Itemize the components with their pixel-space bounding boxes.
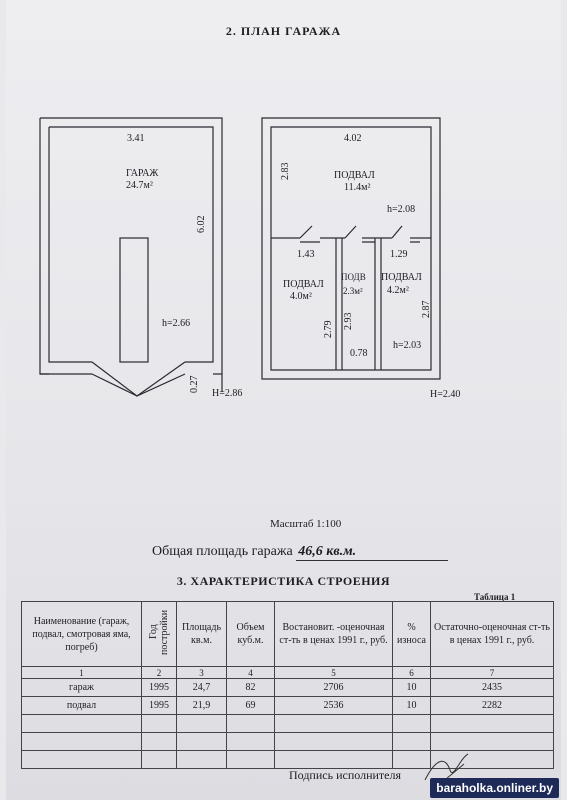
garage-outer-height: H=2.86 <box>212 388 243 399</box>
cellar-main-height: h=2.08 <box>387 204 416 215</box>
cellar-right-name: ПОДВАЛ <box>381 272 422 283</box>
table-label: Таблица 1 <box>474 592 516 602</box>
header-year: Год постройки <box>141 601 177 667</box>
cellar-left-area: 4.0м² <box>290 291 312 302</box>
cellar-bottom-height: h=2.03 <box>393 340 422 351</box>
garage-length-label: 6.02 <box>196 215 207 234</box>
header-name: Наименование (гараж, подвал, смотровая я… <box>21 601 142 667</box>
garage-height-label: h=2.66 <box>162 318 191 329</box>
cellar-left-name: ПОДВАЛ <box>283 279 324 290</box>
section-title-plan: 2. ПЛАН ГАРАЖА <box>225 24 342 38</box>
cellar-vertical-3: 2.87 <box>421 300 432 319</box>
cellar-mid-area: 2.3м² <box>343 286 363 296</box>
signature-label: Подпись исполнителя <box>289 768 401 782</box>
table-row-empty <box>21 714 554 733</box>
header-replacement-cost: Востановит. -оценочная ст-ть в ценах 199… <box>274 601 393 667</box>
header-residual-cost: Остаточно-оценочная ст-ть в ценах 1991 г… <box>430 601 554 667</box>
cellar-width-label: 4.02 <box>344 133 362 144</box>
header-area: Площадь кв.м. <box>176 601 227 667</box>
cellar-main-area: 11.4м² <box>344 182 371 193</box>
table-row-empty <box>21 732 554 751</box>
table-header-row: Наименование (гараж, подвал, смотровая я… <box>21 601 554 667</box>
table-number-row: 1 2 3 4 5 6 7 <box>21 666 554 679</box>
total-area: Общая площадь гаража 46,6 кв.м. <box>152 544 449 561</box>
cellar-mid-name: ПОДВ <box>341 272 366 282</box>
total-area-label: Общая площадь гаража <box>152 544 293 559</box>
garage-room-area: 24.7м² <box>126 180 153 191</box>
garage-door-label: 0.27 <box>189 375 200 394</box>
cellar-main-name: ПОДВАЛ <box>334 170 375 181</box>
table-row: подвал 1995 21,9 69 2536 10 2282 <box>21 696 554 715</box>
cellar-door-width-2: 1.29 <box>390 249 408 260</box>
table-row-empty <box>21 750 554 769</box>
garage-room-name: ГАРАЖ <box>126 168 159 179</box>
garage-width-label: 3.41 <box>127 133 145 144</box>
watermark-badge: baraholka.onliner.by <box>430 778 559 798</box>
total-area-value: 46,6 кв.м. <box>296 544 449 561</box>
cellar-side-label: 2.83 <box>280 162 291 181</box>
table-row: гараж 1995 24,7 82 2706 10 2435 <box>21 678 554 697</box>
cellar-vertical-1: 2.79 <box>323 320 334 339</box>
cellar-right-area: 4.2м² <box>387 285 409 296</box>
cellar-bottom-width: 0.78 <box>350 348 368 359</box>
section-title-characteristics: 3. ХАРАКТЕРИСТИКА СТРОЕНИЯ <box>176 574 391 588</box>
garage-plan-drawing <box>39 117 441 397</box>
cellar-outer-height: H=2.40 <box>430 389 461 400</box>
header-volume: Объем куб.м. <box>226 601 275 667</box>
characteristics-table: Наименование (гараж, подвал, смотровая я… <box>21 601 554 769</box>
scale-label: Масштаб 1:100 <box>270 518 342 530</box>
cellar-door-width-1: 1.43 <box>297 249 315 260</box>
cellar-vertical-2: 2.93 <box>343 312 354 331</box>
header-wear: % износа <box>392 601 431 667</box>
